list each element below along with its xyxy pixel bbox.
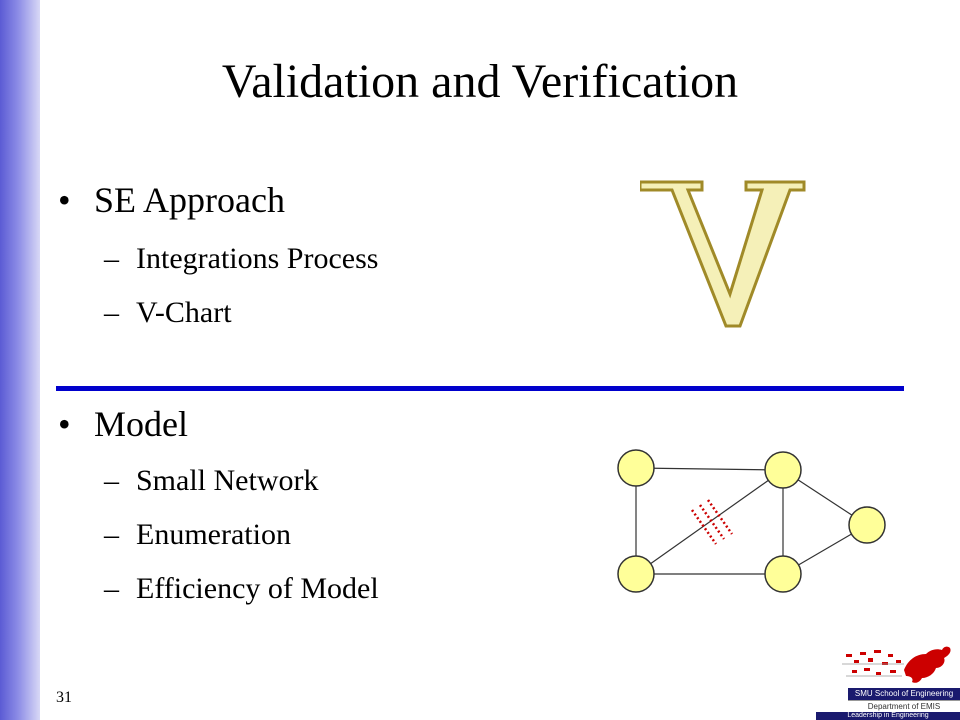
smu-engineering-logo: SMU School of Engineering Department of … (816, 640, 960, 720)
logo-band-department: Department of EMIS (848, 700, 960, 713)
mustang-horse-icon (904, 646, 951, 683)
sub-item-efficiency-of-model: –Efficiency of Model (104, 574, 379, 604)
mustang-logo-art (842, 646, 951, 683)
sub-dash: – (104, 242, 119, 275)
small-network-diagram (617, 449, 886, 593)
sub-label: V-Chart (136, 296, 232, 329)
edge-bl-tr-diagonal (635, 469, 784, 575)
node-bottom-right (764, 555, 802, 593)
sub-dash: – (104, 572, 119, 605)
sub-item-small-network: –Small Network (104, 466, 318, 496)
slide-sidebar-gradient (0, 0, 40, 720)
bullet-se-approach: • SE Approach (58, 182, 285, 218)
slide-title: Validation and Verification (221, 55, 739, 108)
cut-mark-1 (690, 509, 718, 545)
cut-mark-3 (706, 499, 734, 535)
v-chart-letter-graphic (640, 180, 806, 328)
node-top-left (617, 449, 655, 487)
slide-number: 31 (56, 689, 72, 706)
sub-label: Integrations Process (136, 242, 379, 275)
sub-item-enumeration: –Enumeration (104, 520, 291, 550)
section-divider (56, 386, 904, 391)
network-nodes (617, 449, 886, 593)
cut-marks (690, 499, 734, 545)
network-edges (635, 467, 868, 575)
bullet-label: SE Approach (94, 180, 285, 220)
logo-pixel-pattern (846, 650, 901, 675)
sub-dash: – (104, 464, 119, 497)
sub-label: Enumeration (136, 518, 291, 551)
sub-item-integrations-process: –Integrations Process (104, 244, 378, 274)
cut-mark-2 (698, 504, 726, 540)
node-top-right (764, 451, 802, 489)
logo-band-school: SMU School of Engineering (848, 688, 960, 700)
logo-grid-lines (842, 663, 904, 677)
bullet-dot: • (58, 404, 71, 444)
node-far-right (848, 506, 886, 544)
bullet-dot: • (58, 180, 71, 220)
v-letter-shape (640, 180, 806, 328)
sub-dash: – (104, 296, 119, 329)
bullet-label: Model (94, 404, 188, 444)
logo-band-tagline: Leadership in Engineering (816, 712, 960, 720)
sub-label: Efficiency of Model (136, 572, 379, 605)
sub-dash: – (104, 518, 119, 551)
sub-item-v-chart: –V-Chart (104, 298, 232, 328)
bullet-model: • Model (58, 406, 188, 442)
sub-label: Small Network (136, 464, 319, 497)
node-bottom-left (617, 555, 655, 593)
edge-tl-tr (635, 467, 784, 471)
